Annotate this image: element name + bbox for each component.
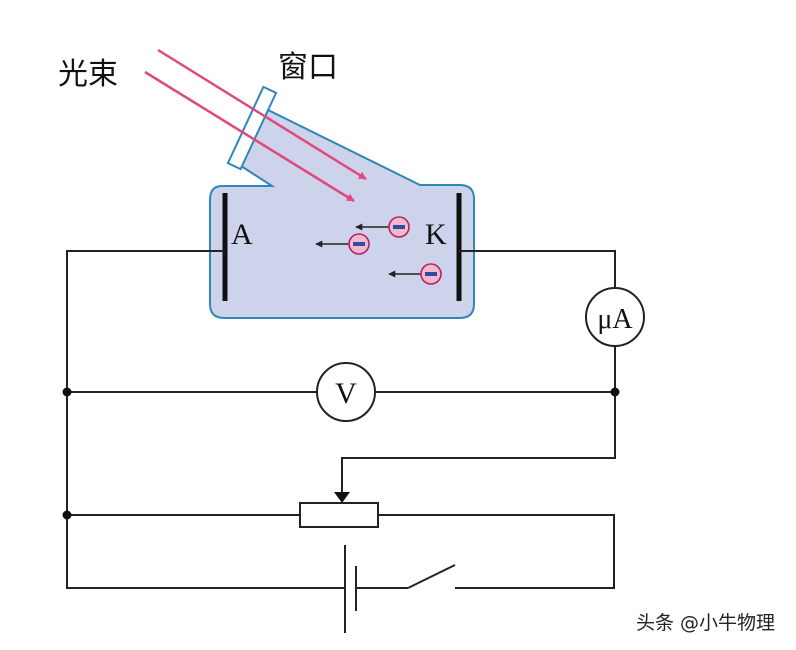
watermark: 头条 @小牛物理 (636, 612, 775, 634)
voltmeter (316, 362, 376, 422)
junction-dot (62, 510, 72, 520)
label-cathode: K (425, 218, 447, 251)
electron-1 (355, 216, 410, 238)
rheostat-resistor (299, 502, 379, 528)
junction-dot (62, 387, 72, 397)
light-ray-1 (157, 48, 367, 181)
label-window: 窗口 (278, 50, 338, 85)
photoelectric-tube (209, 85, 475, 319)
circuit-wires (66, 250, 616, 589)
label-light-beam: 光束 (58, 57, 118, 92)
window-glass (226, 85, 278, 171)
label-voltmeter: V (335, 377, 357, 410)
electron-3 (388, 263, 442, 285)
light-ray-2 (144, 70, 355, 203)
label-microammeter: μA (597, 304, 633, 335)
electron-2 (315, 233, 370, 255)
tube-body (209, 105, 475, 319)
rheostat-slider-arrow (334, 492, 350, 503)
switch-blade (407, 564, 456, 589)
junction-dot (610, 387, 620, 397)
microammeter (585, 287, 645, 347)
label-anode: A (231, 218, 253, 251)
